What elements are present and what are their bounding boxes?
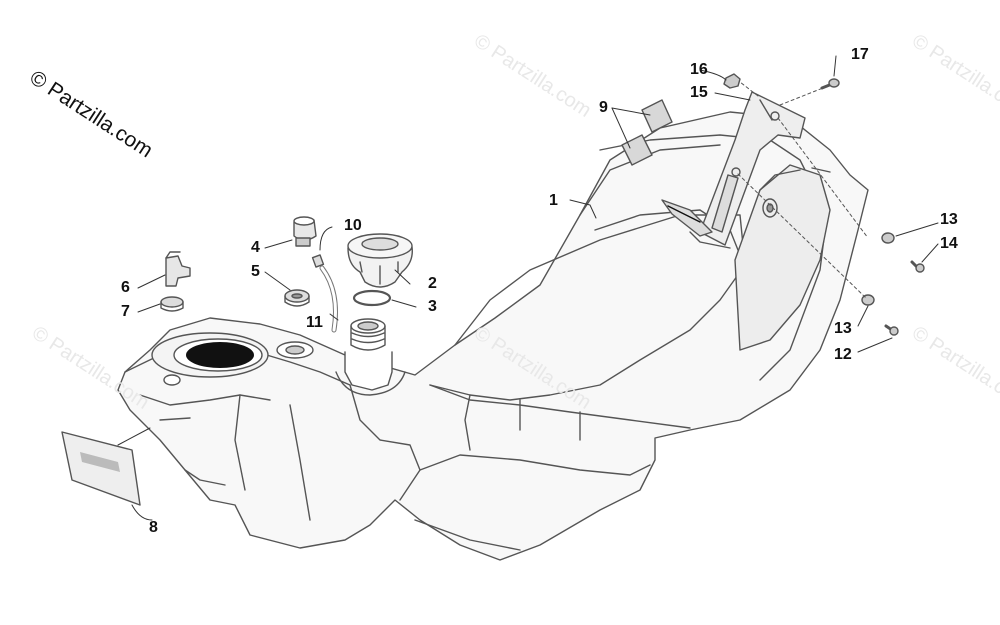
o-ring	[352, 289, 392, 307]
callout-13-upper: 13	[940, 211, 958, 228]
callout-13-lower: 13	[834, 320, 852, 337]
callout-10: 10	[344, 217, 362, 234]
leader-lines	[131, 55, 939, 521]
callout-6: 6	[121, 279, 130, 296]
warning-decal	[61, 431, 141, 506]
fitting-grommet	[160, 296, 184, 312]
callout-9: 9	[599, 99, 608, 116]
callout-3: 3	[428, 298, 437, 315]
fuel-cap	[347, 233, 413, 288]
callout-7: 7	[121, 303, 130, 320]
callout-2: 2	[428, 275, 437, 292]
vent-hose	[311, 254, 338, 333]
callout-14: 14	[940, 235, 958, 252]
decal-pointer	[117, 427, 151, 446]
fuel-tank	[117, 111, 869, 561]
filler-neck	[350, 318, 386, 351]
callout-16: 16	[690, 61, 708, 78]
callout-12: 12	[834, 346, 852, 363]
callout-5: 5	[251, 263, 260, 280]
rubber-pads	[621, 99, 673, 166]
screw-14	[910, 260, 925, 273]
nut-16	[723, 73, 741, 89]
screw-12	[884, 324, 899, 336]
callout-4: 4	[251, 239, 260, 256]
callout-8: 8	[149, 519, 158, 536]
callout-11: 11	[306, 314, 323, 331]
elbow-fitting	[165, 251, 191, 287]
fuel-valve	[293, 216, 317, 247]
callout-15: 15	[690, 84, 708, 101]
callout-17: 17	[851, 46, 869, 63]
mounting-bracket	[661, 91, 806, 246]
bolt-17	[820, 78, 840, 90]
washer-13-upper	[881, 232, 895, 244]
callout-1: 1	[549, 192, 558, 209]
grommet	[284, 289, 310, 307]
alignment-lines	[737, 81, 869, 299]
